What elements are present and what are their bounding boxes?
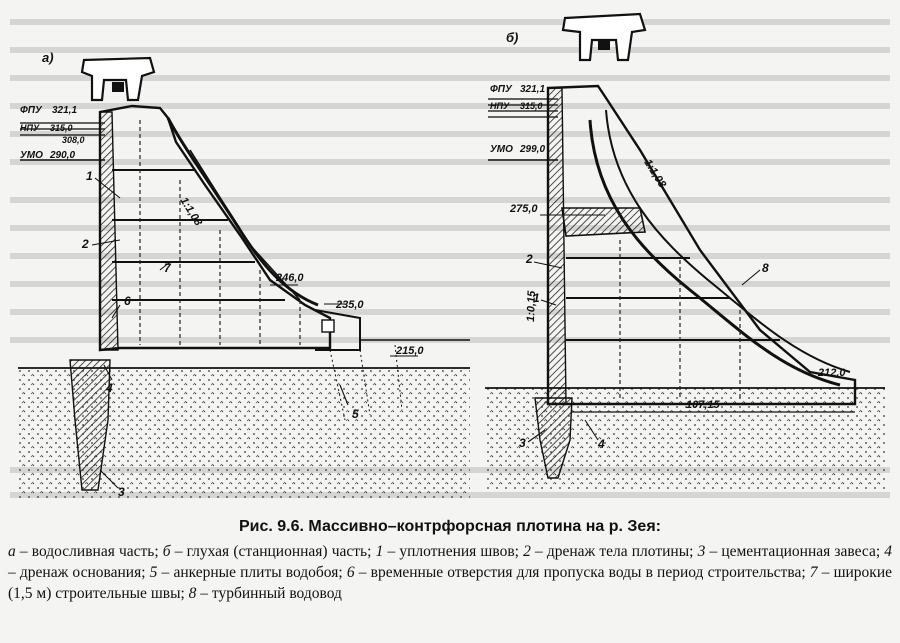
panel-b-num-4: 4: [597, 437, 605, 451]
panel-b-num-1: 1: [533, 291, 540, 305]
panel-a-elev-246: 246,0: [275, 272, 304, 284]
caption-legend: а – водосливная часть; б – глухая (станц…: [8, 543, 892, 602]
legend-text-1: – уплотнения швов;: [383, 543, 524, 560]
panel-b-tag: б): [506, 30, 518, 45]
panel-b-elev-275: 275,0: [509, 203, 538, 215]
legend-key-8: 8: [188, 585, 197, 602]
panel-b: б) ФПУ 321,1 НПУ 315,0 УМО 299,0 275,0 1…: [485, 12, 885, 490]
panel-b-num-8: 8: [762, 261, 769, 275]
panel-a-num-2: 2: [81, 237, 89, 251]
legend-key-a: а: [8, 543, 16, 560]
panel-a-fpu-label: ФПУ: [20, 105, 43, 116]
panel-b-npu-value: 315,0: [520, 101, 543, 111]
panel-a-elev-215: 215,0: [395, 345, 424, 357]
panel-a-num-4: 4: [105, 381, 113, 395]
legend-text-4: – дренаж основания;: [8, 564, 150, 581]
panel-a-umo-value: 290,0: [49, 150, 75, 161]
panel-b-num-3: 3: [519, 436, 526, 450]
panel-a-foundation: [18, 368, 470, 500]
panel-a-num-1: 1: [86, 169, 93, 183]
legend-text-5: – анкерные плиты водобоя;: [157, 564, 347, 581]
panel-a-npu-label: НПУ: [20, 123, 40, 133]
panel-b-num-2: 2: [525, 252, 533, 266]
panel-b-grout-curtain: [534, 397, 573, 479]
panel-b-npu-label: НПУ: [490, 101, 510, 111]
legend-text-b: – глухая (станционная) часть;: [170, 543, 376, 560]
legend-key-1: 1: [375, 543, 384, 560]
panel-a: а) ФПУ 321,1 НПУ 315,0 308,0 УМО 290,0 1…: [18, 50, 470, 500]
panel-b-foundation: [485, 388, 885, 490]
panel-b-elev-212: 212,0: [817, 367, 846, 379]
panel-a-num-3: 3: [118, 485, 125, 499]
panel-b-fpu-label: ФПУ: [490, 84, 513, 95]
legend-key-3: 3: [697, 543, 706, 560]
panel-a-elev-235: 235,0: [335, 299, 364, 311]
legend-text-6: – временные отверстия для пропуска воды …: [354, 564, 810, 581]
panel-a-grout-curtain: [69, 359, 111, 491]
panel-a-fpu-value: 321,1: [52, 105, 77, 116]
panel-a-level-308: 308,0: [62, 135, 85, 145]
legend-text-8: – турбинный водовод: [196, 585, 342, 602]
panel-b-umo-label: УМО: [490, 144, 513, 155]
panel-b-fpu-value: 321,1: [520, 84, 545, 95]
legend-key-b: б: [162, 543, 171, 560]
dam-cross-section-figure: а) ФПУ 321,1 НПУ 315,0 308,0 УМО 290,0 1…: [10, 12, 890, 500]
legend-text-7: – широкие (1,5 м) строительные швы;: [8, 564, 892, 602]
legend-text-3: – цементационная завеса;: [705, 543, 885, 560]
legend-key-2: 2: [523, 543, 531, 560]
panel-a-num-6: 6: [124, 294, 131, 308]
panel-a-tag: а): [42, 50, 54, 65]
caption-title: Рис. 9.6. Массивно–контрфорсная плотина …: [238, 518, 661, 535]
legend-key-6: 6: [346, 564, 355, 581]
panel-a-num-7: 7: [164, 261, 172, 275]
legend-text-2: – дренаж тела плотины;: [530, 543, 698, 560]
panel-b-slope-upstream: 1:0,15: [525, 290, 538, 322]
legend-key-5: 5: [149, 564, 158, 581]
panel-a-npu-value: 315,0: [50, 123, 73, 133]
legend-key-7: 7: [809, 564, 818, 581]
legend-key-4: 4: [884, 543, 893, 560]
figure-caption: Рис. 9.6. Массивно–контрфорсная плотина …: [8, 516, 892, 604]
legend-text-a: – водосливная часть;: [15, 543, 163, 560]
panel-a-num-5: 5: [352, 407, 359, 421]
panel-b-dim-107: 107,15: [686, 399, 721, 411]
panel-a-dam-body: [98, 104, 332, 352]
panel-a-umo-label: УМО: [20, 150, 43, 161]
panel-b-umo-value: 299,0: [519, 144, 545, 155]
